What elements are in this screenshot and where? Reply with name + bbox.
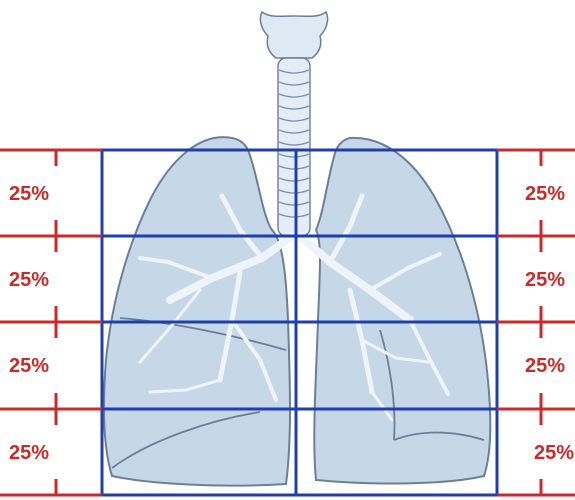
larynx (260, 12, 327, 58)
right-lung (104, 137, 290, 485)
right-zone-4-label: 25% (534, 442, 574, 464)
left-zone-1-label: 25% (9, 183, 49, 205)
right-zone-1-label: 25% (525, 183, 565, 205)
left-zone-2-label: 25% (9, 269, 49, 291)
right-zone-2-label: 25% (525, 269, 565, 291)
right-zone-3-label: 25% (525, 355, 565, 377)
left-zone-3-label: 25% (9, 355, 49, 377)
left-zone-4-label: 25% (9, 442, 49, 464)
